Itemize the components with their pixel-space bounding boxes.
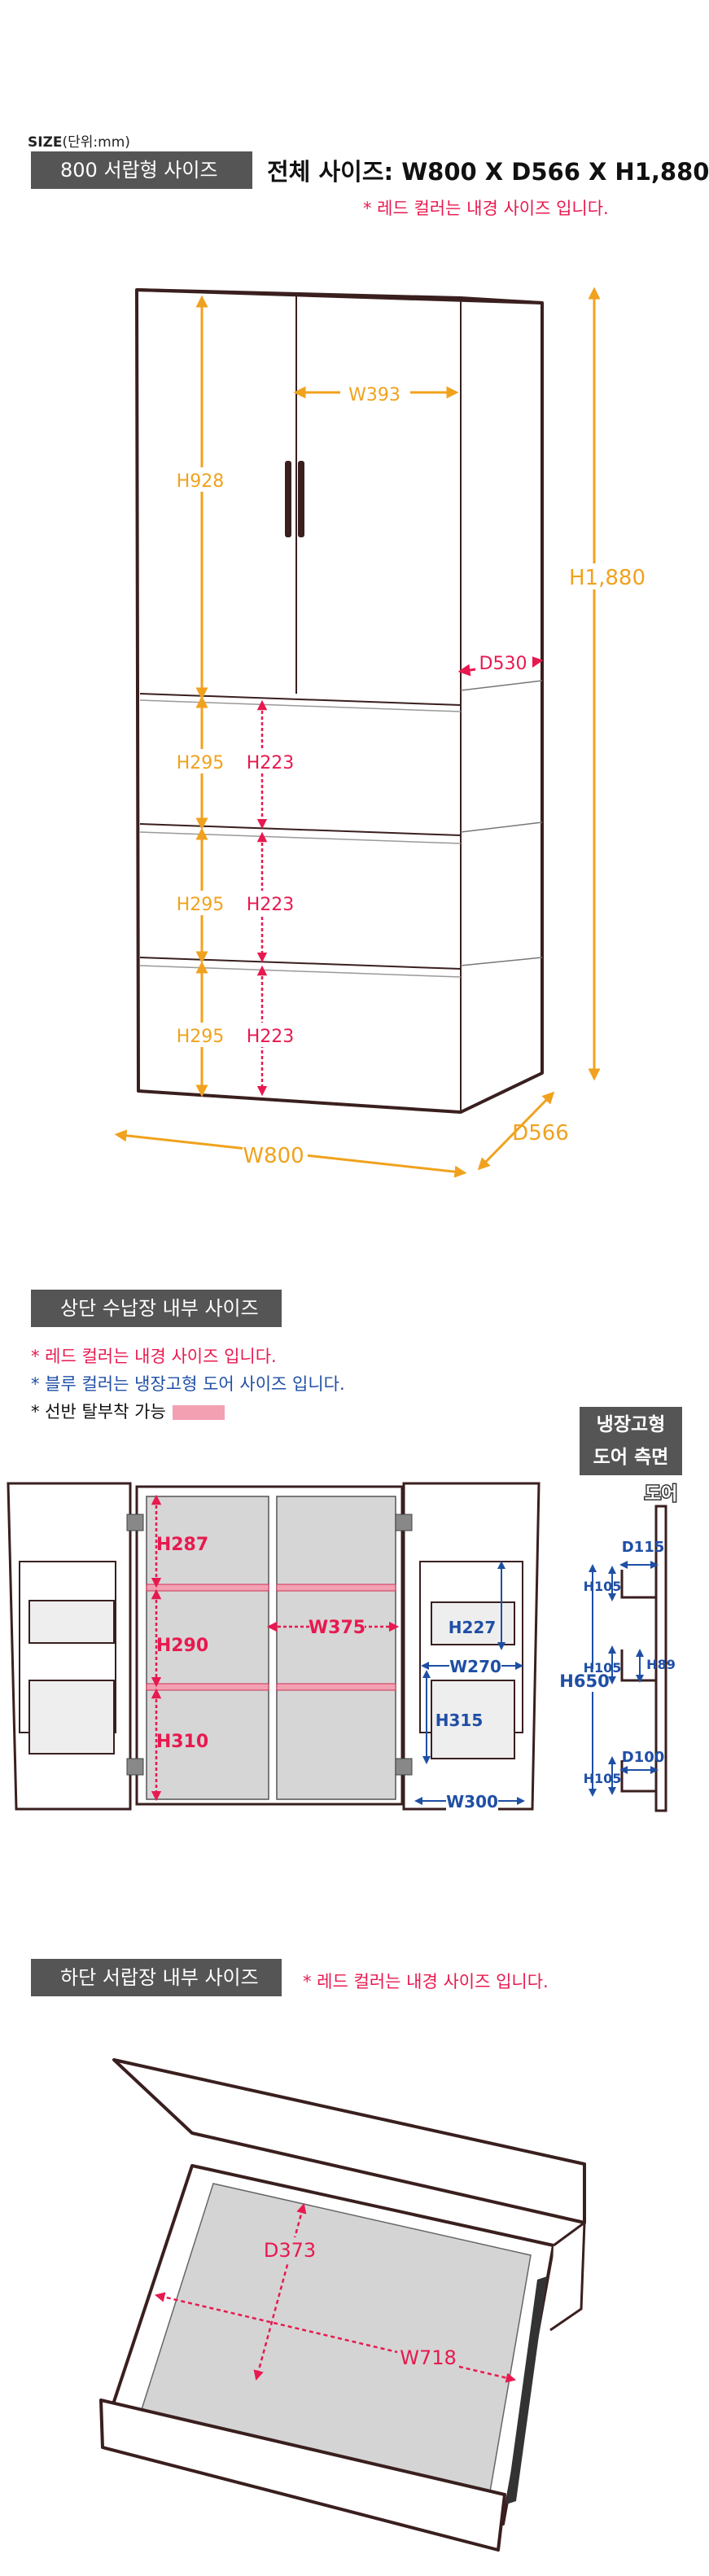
drawer-dims-1: H295 H223 [168,695,303,830]
dim-w718: W718 [400,2346,457,2369]
cabinet-side-lines [460,680,543,966]
upper-section-tag: 상단 수납장 내부 사이즈 [31,1290,282,1327]
dim-d100: D100 [622,1749,665,1766]
side-title-line2: 도어 측면 [593,1447,669,1468]
cabinet-front-diagram: H928 W393 H1,880 D530 H295 H223 H295 H22… [114,287,654,1178]
shelf-note-text: * 선반 탈부착 가능 [31,1402,166,1422]
drawer-3-inner: H223 [247,1027,295,1047]
drawer-dims-3: H295 H223 [168,961,303,1097]
drawer-1-inner: H223 [247,753,295,773]
dim-h105-1: H105 [584,1579,622,1594]
dim-h650: H650 [559,1671,609,1691]
dim-w270: W270 [449,1657,501,1676]
dim-d566: D566 [512,1121,569,1146]
hinges [126,1514,413,1776]
door-side-profile: 도어 H650 D115 H105 H105 H89 D100 H105 [559,1483,679,1812]
right-door-racks [419,1561,523,1759]
dim-d115: D115 [622,1539,665,1556]
dim-d530: D530 [479,654,527,674]
drawer-1-outer: H295 [177,753,225,773]
left-door-racks [19,1561,116,1755]
shelves [146,1584,396,1691]
door-handle-right [298,461,304,537]
size-unit-label: SIZE(단위:mm) [28,130,130,151]
dim-h105-2: H105 [584,1660,622,1676]
dim-h290: H290 [156,1636,208,1656]
lower-red-note: * 레드 컬러는 내경 사이즈 입니다. [303,1972,549,1991]
dim-h1880: H1,880 [569,566,646,590]
drawer-dims-2: H295 H223 [168,827,303,964]
total-size-text: 전체 사이즈: W800 X D566 X H1,880 [267,158,709,186]
door-handle-left [285,461,291,537]
dim-w300: W300 [446,1792,498,1812]
drawer-interior-diagram: D373 W718 [99,2058,586,2552]
dim-w800: W800 [243,1144,304,1168]
drawer-2-inner: H223 [247,895,295,915]
dim-w393: W393 [348,385,400,405]
side-title-line1: 냉장고형 [596,1414,666,1435]
drawer-front-panel [99,2399,506,2552]
drawer-3-outer: H295 [177,1027,225,1047]
red-color-note: * 레드 컬러는 내경 사이즈 입니다. [363,199,609,218]
drawer-2-outer: H295 [177,895,225,915]
dim-w375: W375 [309,1618,365,1638]
size-label-unit: (단위:mm) [62,134,130,151]
upper-shelf-note: * 선반 탈부착 가능 [31,1399,225,1423]
dim-h105-3: H105 [584,1771,622,1786]
cabinet-doors [139,295,462,970]
door-label: 도어 [645,1484,677,1505]
model-size-tag: 800 서랍형 사이즈 [31,151,252,189]
dim-h310: H310 [156,1732,208,1752]
size-label-bold: SIZE [28,134,63,151]
upper-red-note: * 레드 컬러는 내경 사이즈 입니다. [31,1347,277,1366]
dim-h928: H928 [177,471,225,492]
dim-h89: H89 [646,1657,676,1672]
dim-d373: D373 [264,2239,316,2262]
upper-blue-note: * 블루 컬러는 냉장고형 도어 사이즈 입니다. [31,1374,345,1394]
dim-h287: H287 [156,1535,208,1555]
lower-section-tag: 하단 서랍장 내부 사이즈 [31,1959,282,1996]
shelf-swatch [172,1405,225,1420]
dim-h315: H315 [435,1711,484,1730]
fridge-door-side-title: 냉장고형 도어 측면 [580,1407,682,1475]
dim-h227: H227 [449,1618,497,1637]
upper-interior-diagram: H287 H290 H310 W375 H227 W270 H315 W300 … [7,1482,679,1812]
